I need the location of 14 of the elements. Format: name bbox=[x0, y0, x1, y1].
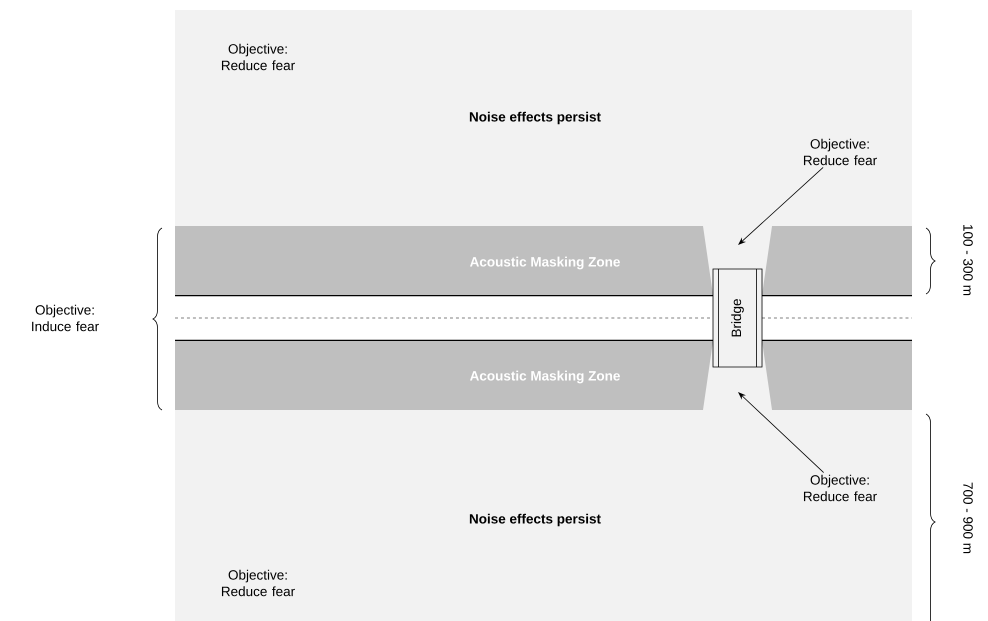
objective-text: Objective: Reduce fear bbox=[804, 138, 877, 166]
masking-zone-band: Acoustic Masking Zone bbox=[175, 341, 912, 410]
objective-text: Objective: Reduce fear bbox=[804, 474, 877, 502]
objective-text: Objective: Induce fear bbox=[32, 304, 99, 332]
zone-heading: Noise effects persist bbox=[470, 112, 601, 124]
masking-zone-band: Acoustic Masking Zone bbox=[175, 226, 912, 295]
objective-text: Objective: Reduce fear bbox=[222, 44, 295, 70]
arrow bbox=[738, 392, 824, 473]
distance-label: 700 - 900 m bbox=[963, 482, 973, 554]
objective-text: Objective: Reduce fear bbox=[222, 570, 295, 596]
distance-label: 100 - 300 m bbox=[963, 225, 973, 296]
zone-heading: Noise effects persist bbox=[470, 514, 601, 526]
bridge-box: Bridge bbox=[712, 268, 762, 368]
arrow bbox=[738, 167, 824, 245]
